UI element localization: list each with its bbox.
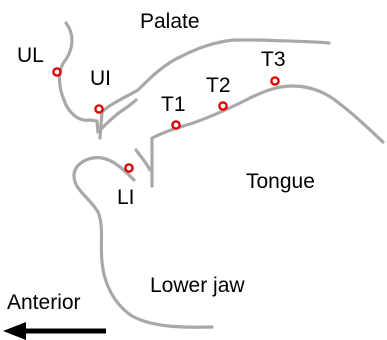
sensor-li-marker: [125, 164, 132, 171]
tongue-tip-outline: [136, 150, 150, 170]
sensor-t3-label: T3: [261, 48, 286, 71]
sensor-t2-label: T2: [206, 74, 231, 97]
sensor-ul-marker: [53, 68, 60, 75]
sensor-t3-marker: [271, 77, 278, 84]
sensor-t1-marker: [172, 121, 179, 128]
sensor-t2-marker: [219, 102, 226, 109]
lower-lip-jaw-outline: [74, 158, 212, 328]
tongue-label: Tongue: [246, 170, 315, 193]
anterior-label: Anterior: [7, 291, 81, 314]
sensor-ui-marker: [95, 105, 102, 112]
sensor-t1-label: T1: [161, 93, 186, 116]
palate-label: Palate: [140, 10, 200, 33]
upper-incisor-outline: [98, 100, 136, 132]
sensor-ul-label: UL: [17, 44, 44, 67]
lower-jaw-label: Lower jaw: [150, 274, 245, 297]
sensor-li-label: LI: [117, 186, 135, 209]
sensor-ui-label: UI: [90, 67, 111, 90]
anterior-arrow-icon: [3, 322, 106, 340]
